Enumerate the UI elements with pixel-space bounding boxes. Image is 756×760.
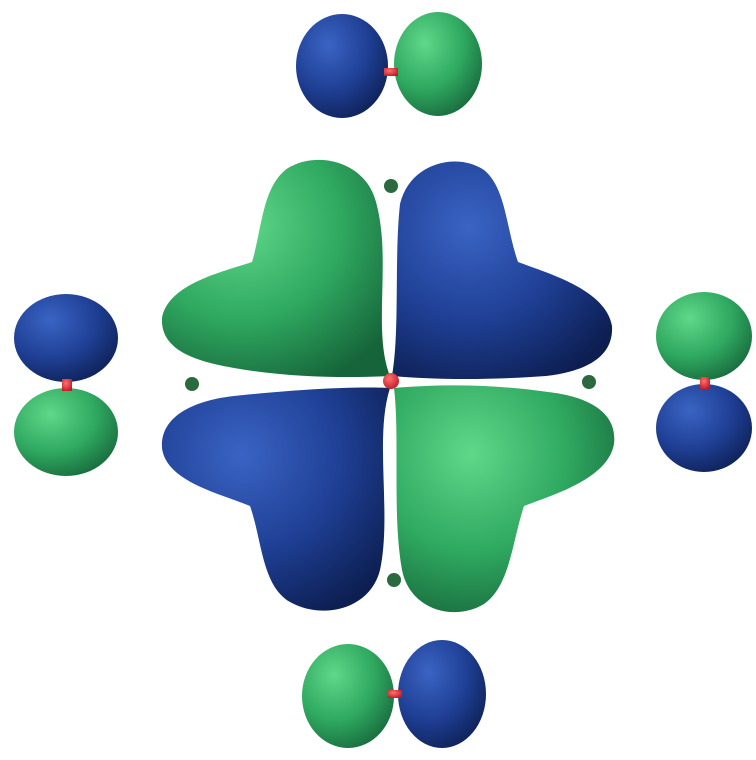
lobe-upper-right	[392, 161, 613, 379]
lobe-lower-left	[161, 387, 390, 611]
satellite-left-lobe-bottom	[14, 388, 118, 476]
satellite-left-bond	[62, 379, 72, 391]
satellite-right	[656, 292, 752, 472]
satellite-top-lobe-right	[394, 12, 482, 116]
satellite-bottom-lobe-left	[302, 644, 394, 748]
lobe-upper-left	[161, 159, 390, 378]
satellite-right-bond	[700, 377, 710, 389]
central-orbital	[161, 159, 615, 613]
satellite-right-lobe-top	[656, 292, 752, 380]
nodal-point-left	[185, 377, 199, 391]
satellite-bottom	[302, 640, 486, 748]
satellite-bottom-lobe-right	[398, 640, 486, 748]
nodal-point-right	[582, 375, 596, 389]
nodal-point-bottom	[387, 573, 401, 587]
nodal-point-top	[384, 179, 398, 193]
satellite-bottom-bond	[388, 690, 402, 698]
satellite-top-bond	[384, 68, 398, 76]
satellite-top	[296, 12, 482, 118]
central-atom	[383, 373, 399, 389]
satellite-right-lobe-bottom	[656, 384, 752, 472]
satellite-top-lobe-left	[296, 14, 388, 118]
satellite-left-lobe-top	[14, 294, 118, 382]
satellite-left	[14, 294, 118, 476]
lobe-lower-right	[394, 385, 615, 613]
